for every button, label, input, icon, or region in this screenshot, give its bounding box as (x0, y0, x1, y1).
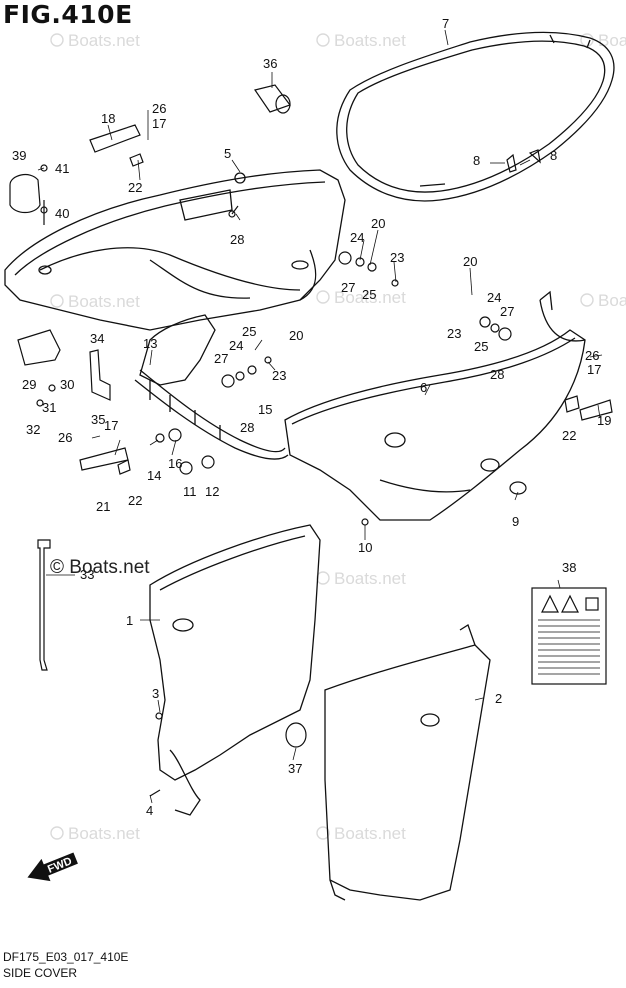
callout-32: 32 (26, 422, 40, 437)
callout-14: 14 (147, 468, 161, 483)
fwd-arrow: FWD (27, 852, 78, 882)
callout-26c: 26 (58, 430, 72, 445)
callout-20b: 20 (463, 254, 477, 269)
callout-20c: 20 (289, 328, 303, 343)
callout-28b: 28 (490, 367, 504, 382)
callout-30: 30 (60, 377, 74, 392)
leader-lines (37, 29, 603, 804)
figure-title: FIG.410E (3, 0, 133, 29)
callout-1: 1 (126, 613, 133, 628)
svg-text:Boats.net: Boats.net (598, 291, 626, 310)
callout-7: 7 (442, 16, 449, 31)
callout-numbers: 7 36 26 18 17 5 39 41 22 40 28 8 8 20 24… (12, 16, 611, 818)
watermark-3: Boats.net (50, 292, 140, 311)
part-38-label (531, 587, 607, 685)
callout-23b: 23 (447, 326, 461, 341)
part-13-bracket (134, 314, 289, 460)
callout-23a: 23 (390, 250, 404, 265)
watermark-7: Boats.net (316, 824, 406, 843)
callout-28: 28 (230, 232, 244, 247)
watermark-6: Boats.net (50, 824, 140, 843)
callout-23c: 23 (272, 368, 286, 383)
callout-2: 2 (495, 691, 502, 706)
part-6-side-cover (284, 290, 586, 521)
svg-text:Boats.net: Boats.net (68, 292, 140, 311)
callout-26: 26 (152, 101, 166, 116)
callout-34: 34 (90, 331, 104, 346)
part-7-seal (336, 31, 615, 202)
svg-text:Boats.net: Boats.net (334, 569, 406, 588)
callout-15: 15 (258, 402, 272, 417)
watermark-9: Boats.net (580, 31, 626, 50)
callout-41: 41 (55, 161, 69, 176)
callout-25b: 25 (474, 339, 488, 354)
callout-18: 18 (101, 111, 115, 126)
callout-20a: 20 (371, 216, 385, 231)
part-33-cable-tie (37, 539, 51, 671)
small-parts (9, 84, 613, 797)
part-1-lower-cover (149, 524, 321, 816)
callout-22c: 22 (562, 428, 576, 443)
callout-17b: 17 (587, 362, 601, 377)
callout-40: 40 (55, 206, 69, 221)
svg-text:Boats.net: Boats.net (68, 31, 140, 50)
svg-text:Boats.net: Boats.net (334, 288, 406, 307)
callout-17c: 17 (104, 418, 118, 433)
callout-22b: 22 (128, 493, 142, 508)
callout-26b: 26 (585, 348, 599, 363)
svg-text:Boats.net: Boats.net (598, 31, 626, 50)
svg-text:Boats.net: Boats.net (334, 31, 406, 50)
callout-38: 38 (562, 560, 576, 575)
callout-8a: 8 (473, 153, 480, 168)
svg-text:Boats.net: Boats.net (334, 824, 406, 843)
svg-text:Boats.net: Boats.net (68, 824, 140, 843)
callout-28c: 28 (240, 420, 254, 435)
callout-6: 6 (420, 380, 427, 395)
callout-31: 31 (42, 400, 56, 415)
watermark-strong: © Boats.net (50, 557, 150, 578)
callout-16: 16 (168, 456, 182, 471)
watermark-8: Boats.net (580, 291, 626, 310)
callout-9: 9 (512, 514, 519, 529)
callout-37: 37 (288, 761, 302, 776)
callout-39: 39 (12, 148, 26, 163)
callout-3: 3 (152, 686, 159, 701)
callout-25a: 25 (362, 287, 376, 302)
part-2-lower-cover (324, 624, 491, 901)
callout-13: 13 (143, 336, 157, 351)
callout-24b: 24 (487, 290, 501, 305)
callout-11: 11 (183, 484, 197, 499)
watermark-4: Boats.net (316, 288, 406, 307)
callout-27b: 27 (500, 304, 514, 319)
callout-4: 4 (146, 803, 153, 818)
callout-27a: 27 (341, 280, 355, 295)
callout-27c: 27 (214, 351, 228, 366)
watermark-2: Boats.net (316, 31, 406, 50)
callout-12: 12 (205, 484, 219, 499)
part-5-upper-cover (4, 169, 346, 331)
callout-10: 10 (358, 540, 372, 555)
callout-36: 36 (263, 56, 277, 71)
callout-19: 19 (597, 413, 611, 428)
callout-8b: 8 (550, 148, 557, 163)
callout-24c: 24 (229, 338, 243, 353)
callout-33: 33 (80, 567, 94, 582)
callout-24a: 24 (350, 230, 364, 245)
figure-code: DF175_E03_017_410E (3, 950, 129, 964)
callout-22: 22 (128, 180, 142, 195)
callout-29: 29 (22, 377, 36, 392)
watermark-group: Boats.net Boats.net Boats.net Boats.net … (50, 31, 626, 843)
svg-text:FWD: FWD (46, 855, 74, 876)
watermark-1: Boats.net (50, 31, 140, 50)
figure-caption: SIDE COVER (3, 966, 78, 980)
callout-21: 21 (96, 499, 110, 514)
callout-35: 35 (91, 412, 105, 427)
callout-17: 17 (152, 116, 166, 131)
watermark-5: Boats.net (316, 569, 406, 588)
callout-5: 5 (224, 146, 231, 161)
callout-25c: 25 (242, 324, 256, 339)
